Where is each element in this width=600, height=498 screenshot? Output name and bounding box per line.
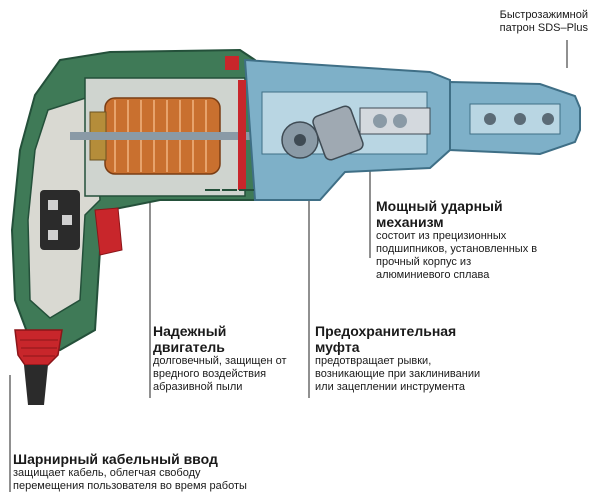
clutch-title-line2: муфта bbox=[315, 339, 360, 355]
wobble-bearing bbox=[312, 105, 364, 161]
red-accent-side bbox=[238, 80, 246, 190]
clutch-title-line1: Предохранительная bbox=[315, 323, 457, 339]
motor-label: Надежный двигатель долговечный, защищен … bbox=[153, 323, 303, 394]
cable-boot-black bbox=[24, 365, 48, 405]
motor-desc-line1: долговечный, защищен от bbox=[153, 355, 287, 367]
impact-title-line2: механизм bbox=[376, 214, 444, 230]
motor-desc-line3: абразивной пыли bbox=[153, 381, 243, 393]
cable-title: Шарнирный кабельный ввод bbox=[13, 451, 218, 467]
motor-desc-line2: вредного воздействия bbox=[153, 368, 267, 380]
impact-title-line1: Мощный ударный bbox=[376, 198, 503, 214]
chuck-label-line1: Быстрозажимной bbox=[499, 9, 588, 21]
switch-block bbox=[40, 190, 80, 250]
clutch-desc-line2: возникающие при заклинивании bbox=[315, 368, 481, 380]
trigger bbox=[94, 207, 123, 256]
motor-shaft bbox=[70, 132, 260, 140]
cable-desc-line2: перемещения пользователя во время работы bbox=[13, 480, 247, 492]
chuck-label-line2: патрон SDS–Plus bbox=[499, 22, 588, 34]
clutch-desc-line3: или зацеплении инструмента bbox=[315, 381, 466, 393]
motor-title-line1: Надежный bbox=[153, 323, 227, 339]
clutch-label: Предохранительная муфта предотвращает ры… bbox=[315, 323, 515, 394]
impact-desc-line1: состоит из прецизионных bbox=[376, 230, 507, 242]
chuck-label: Быстрозажимной патрон SDS–Plus bbox=[500, 9, 588, 35]
cable-entry-label: Шарнирный кабельный ввод защищает кабель… bbox=[13, 451, 313, 493]
clutch-desc-line1: предотвращает рывки, bbox=[315, 355, 432, 367]
impact-desc-line4: алюминиевого сплава bbox=[376, 269, 490, 281]
red-accent-top bbox=[225, 56, 239, 70]
cable-desc-line1: защищает кабель, облегчая свободу bbox=[13, 467, 201, 479]
motor-title-line2: двигатель bbox=[153, 339, 225, 355]
impact-desc-line3: прочный корпус из bbox=[376, 256, 472, 268]
impact-mechanism-label: Мощный ударный механизм состоит из преци… bbox=[376, 198, 596, 282]
impact-desc-line2: подшипников, установленных в bbox=[376, 243, 538, 255]
